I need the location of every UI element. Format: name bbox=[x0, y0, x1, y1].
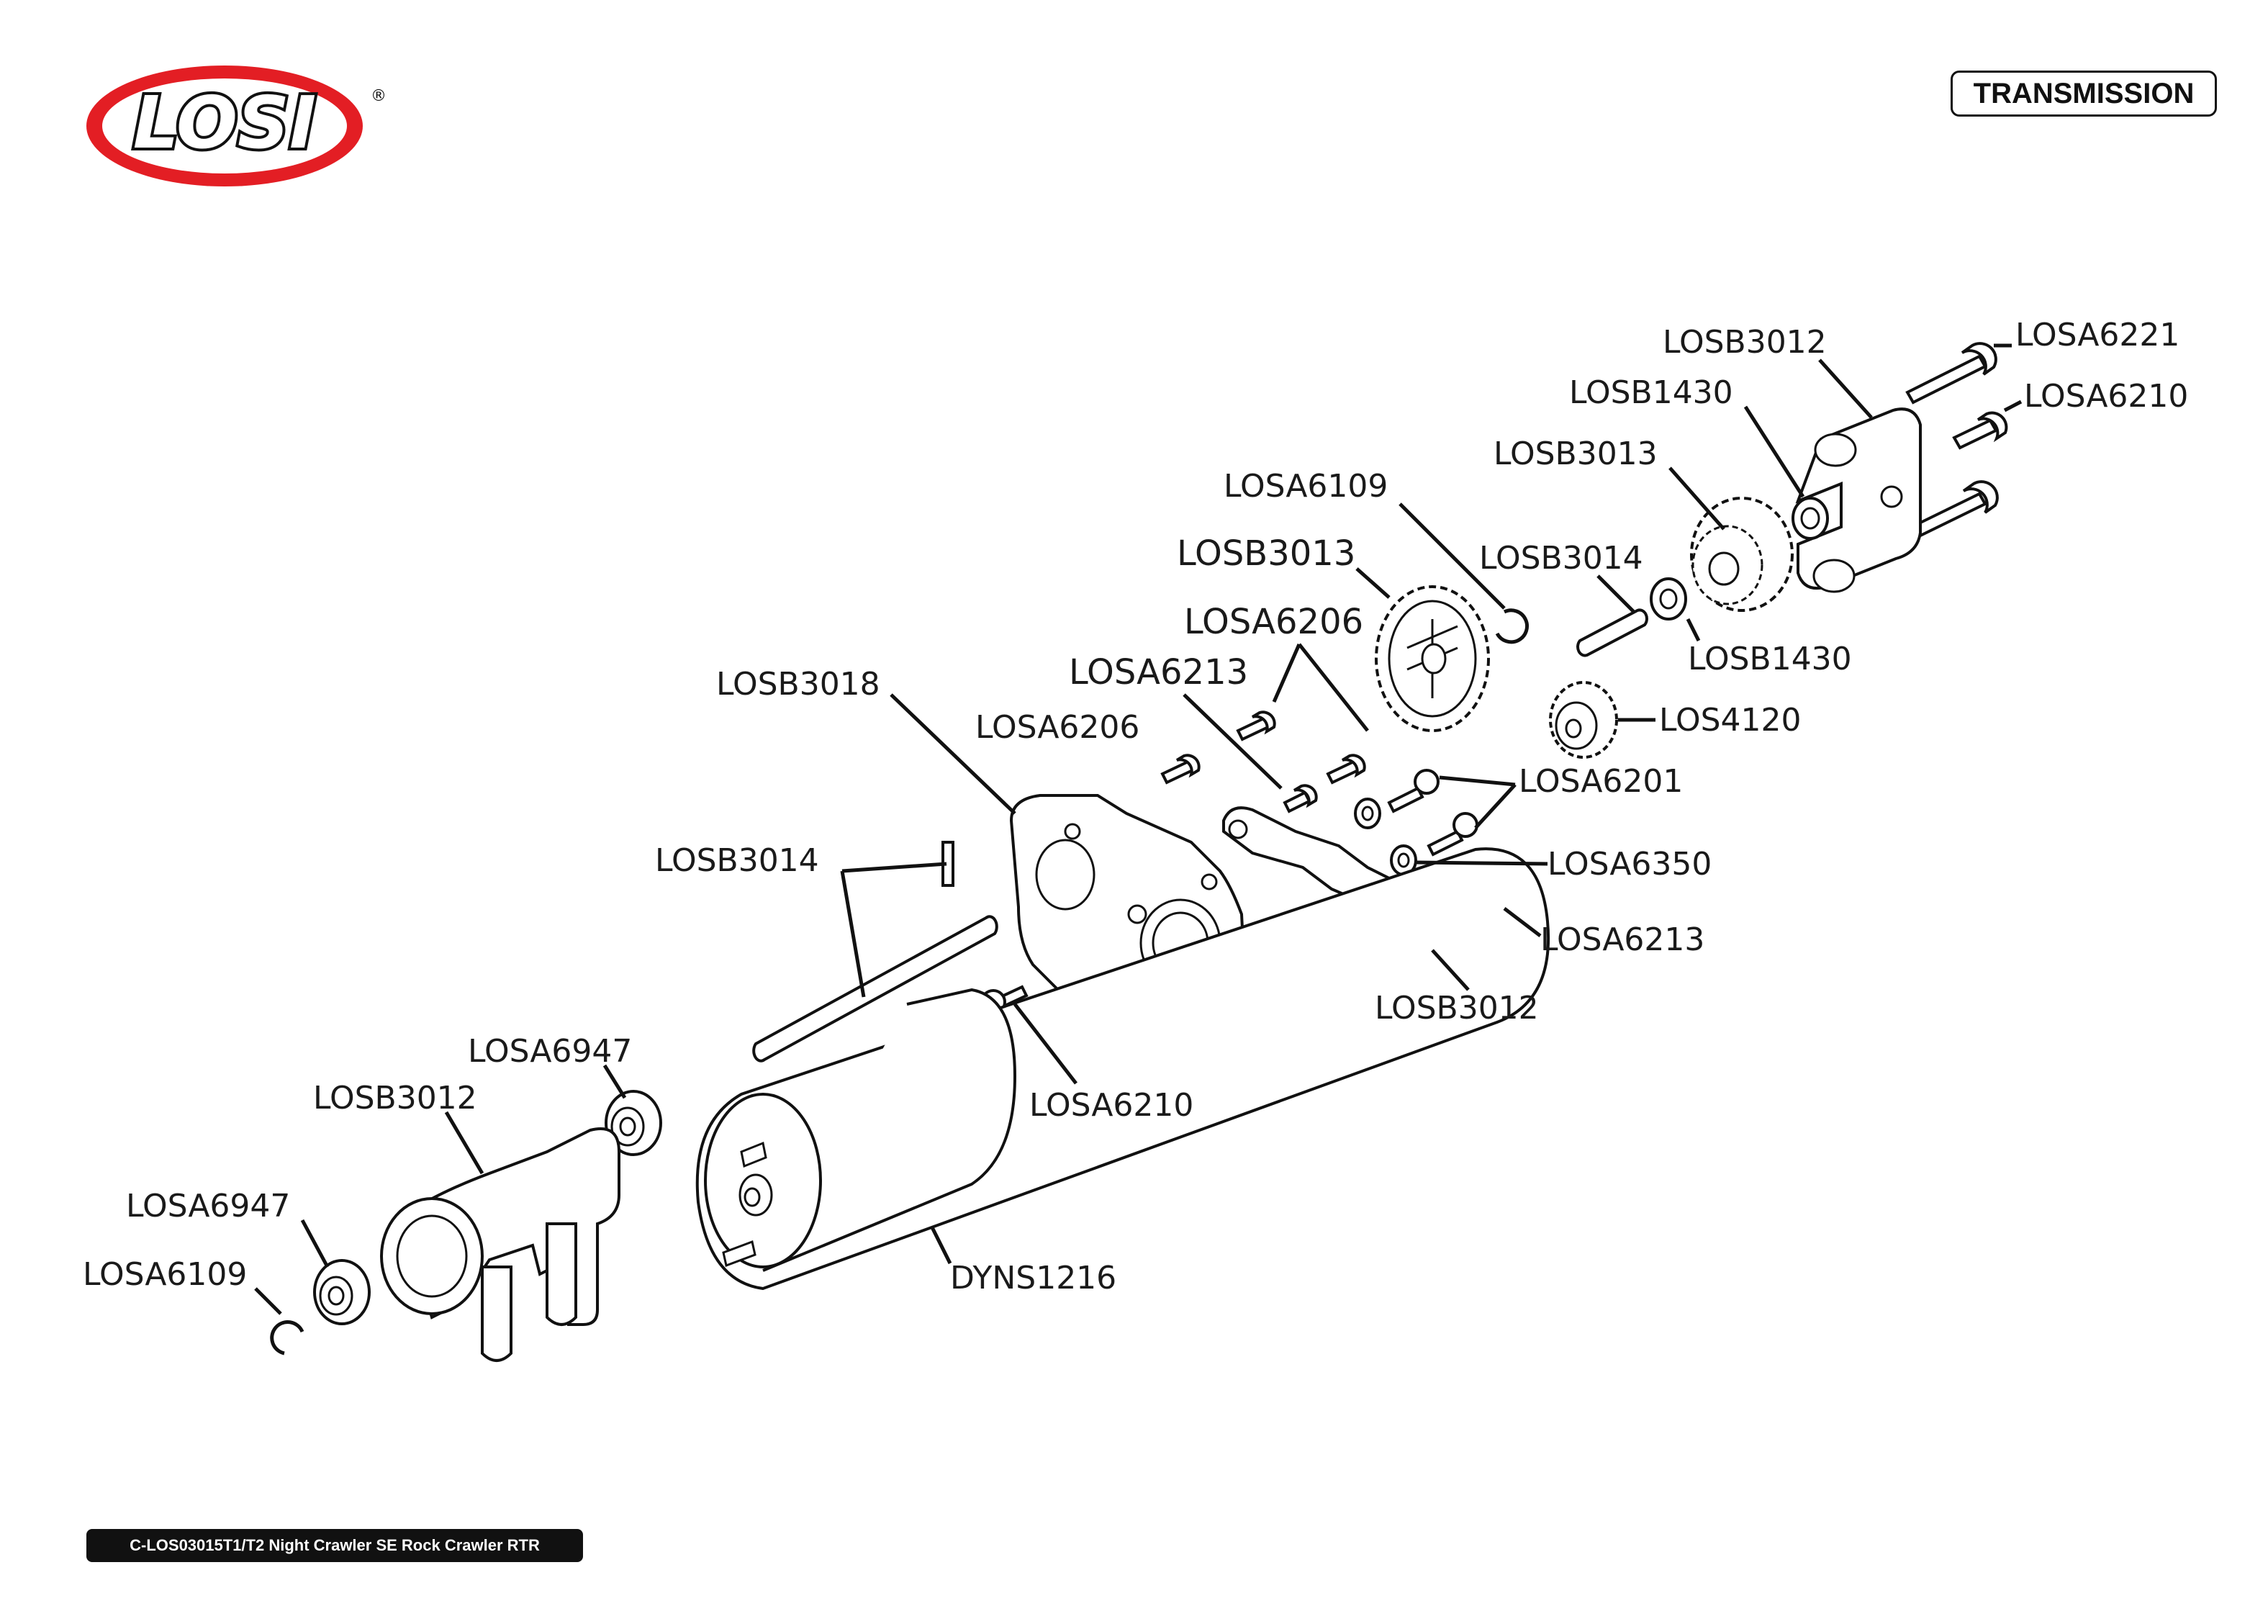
screw-losa6201-b bbox=[1427, 812, 1478, 857]
label-losa6213-mid: LOSA6213 bbox=[1069, 652, 1248, 693]
registered-mark: ® bbox=[371, 87, 387, 105]
label-losb3014-mid: LOSB3014 bbox=[1479, 540, 1643, 577]
pin-losb3014-mid bbox=[1576, 608, 1648, 657]
label-losb3012-low: LOSB3012 bbox=[313, 1080, 477, 1116]
clip-losa6109-low bbox=[270, 1320, 304, 1355]
bracket-boss bbox=[1814, 433, 1857, 467]
label-losa6350: LOSA6350 bbox=[1548, 846, 1712, 883]
label-losa6947-low: LOSA6947 bbox=[126, 1188, 290, 1224]
label-losa6206-mid: LOSA6206 bbox=[1184, 602, 1363, 642]
label-losa6201: LOSA6201 bbox=[1519, 763, 1683, 800]
label-losa6206-left: LOSA6206 bbox=[975, 709, 1139, 746]
label-losb1430-mid: LOSB1430 bbox=[1688, 641, 1852, 677]
bearing-losa6947-low bbox=[313, 1259, 371, 1325]
motor-dyns1216 bbox=[695, 847, 1550, 1291]
part-labels: LOSA6221 LOSB3012 LOSB1430 LOSA6210 LOSB… bbox=[83, 317, 2188, 1296]
label-losa6221: LOSA6221 bbox=[2015, 317, 2179, 353]
pin-losb3014-left bbox=[941, 841, 954, 887]
footer-caption: C-LOS03015T1/T2 Night Crawler SE Rock Cr… bbox=[86, 1529, 583, 1562]
screw-losa6213-mid bbox=[1283, 784, 1318, 813]
logo-wordmark: LOSI bbox=[133, 81, 316, 165]
housing-losb3012-low bbox=[380, 1127, 620, 1362]
gear-losb3013-top bbox=[1690, 497, 1794, 612]
label-losa6109-mid: LOSA6109 bbox=[1224, 468, 1388, 505]
spur-gear-losb3013 bbox=[1375, 585, 1490, 732]
screw-losa6206-left bbox=[1160, 754, 1201, 785]
label-losb3013-mid: LOSB3013 bbox=[1177, 533, 1355, 574]
screw-losa6206-a bbox=[1236, 710, 1276, 741]
label-losb3012-mid: LOSB3012 bbox=[1375, 990, 1539, 1027]
screw-losa6201-a bbox=[1387, 769, 1440, 813]
label-dyns1216: DYNS1216 bbox=[950, 1260, 1116, 1296]
label-los4120: LOS4120 bbox=[1659, 702, 1801, 739]
label-losb3013-top: LOSB3013 bbox=[1494, 436, 1658, 472]
losi-logo: LOSI ® bbox=[86, 66, 387, 186]
bracket-boss-low bbox=[1812, 559, 1856, 593]
label-losb3018: LOSB3018 bbox=[716, 666, 880, 703]
label-losb3012-top: LOSB3012 bbox=[1663, 324, 1827, 361]
label-losb3014-left: LOSB3014 bbox=[655, 842, 819, 879]
clip-losa6109-mid bbox=[1495, 608, 1529, 644]
label-losb1430-top: LOSB1430 bbox=[1569, 374, 1733, 411]
leader-lines bbox=[254, 343, 2023, 1315]
screw-lower-right bbox=[1912, 480, 1999, 538]
screw-losa6206-b bbox=[1326, 754, 1366, 785]
bearing-losa6947-top bbox=[605, 1090, 662, 1156]
label-losa6210-top: LOSA6210 bbox=[2024, 378, 2188, 415]
screw-losa6221 bbox=[1905, 342, 1997, 405]
label-losa6947-top: LOSA6947 bbox=[468, 1033, 632, 1070]
label-losa6109-low: LOSA6109 bbox=[83, 1256, 247, 1293]
section-title-badge: TRANSMISSION bbox=[1951, 71, 2217, 117]
screw-losa6210-top bbox=[1952, 411, 2008, 450]
pinion-los4120 bbox=[1549, 681, 1618, 759]
label-losa6213-low: LOSA6213 bbox=[1540, 921, 1704, 958]
upper-bracket-assembly bbox=[1576, 342, 2008, 657]
bracket-hole bbox=[1880, 485, 1903, 508]
shaft bbox=[752, 915, 998, 1063]
label-losa6210-low: LOSA6210 bbox=[1029, 1087, 1193, 1124]
